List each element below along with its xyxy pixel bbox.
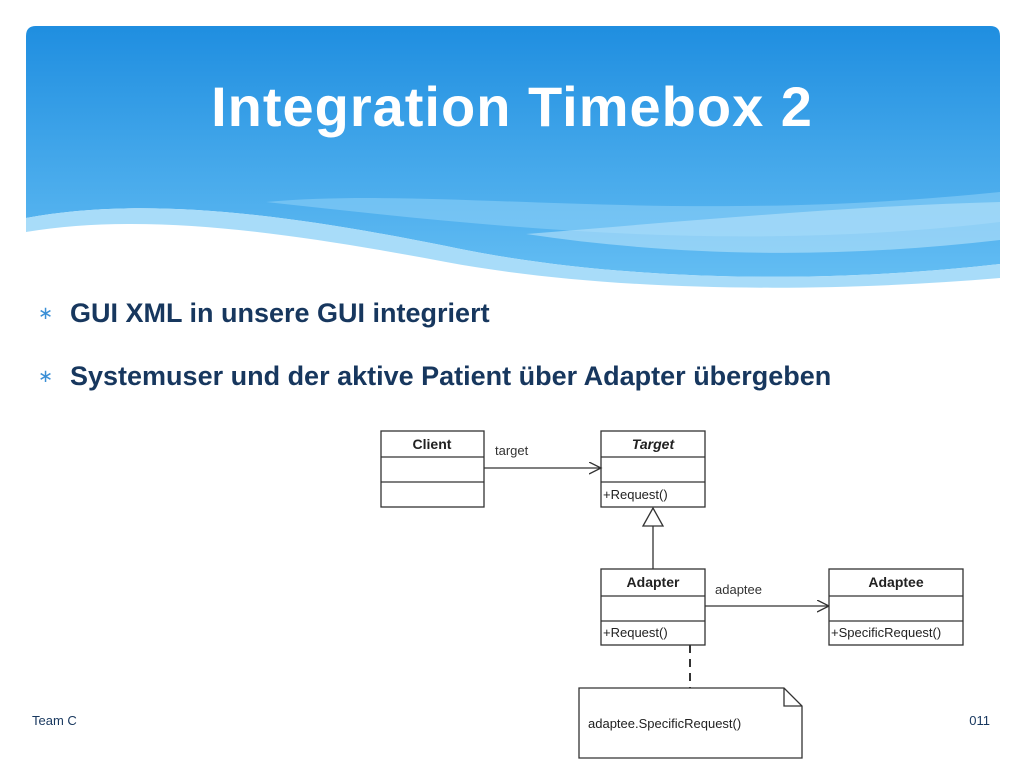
bullet-list: ∗ GUI XML in unsere GUI integriert ∗ Sys… [38, 282, 858, 408]
adapter-operation: +Request() [603, 625, 668, 640]
adaptee-operation: +SpecificRequest() [831, 625, 941, 640]
asterisk-icon: ∗ [38, 366, 54, 386]
adapter-class: Adapter +Request() [600, 568, 706, 646]
bullet-item: ∗ GUI XML in unsere GUI integriert [38, 282, 858, 345]
slide-number: 011 [969, 713, 990, 728]
target-class: Target +Request() [600, 430, 706, 508]
client-class: Client [380, 430, 485, 508]
footer-team: Team C [32, 713, 77, 728]
slide-title: Integration Timebox 2 [211, 75, 813, 138]
target-operation: +Request() [603, 487, 668, 502]
bullet-text: GUI XML in unsere GUI integriert [70, 298, 490, 328]
client-class-name: Client [413, 436, 452, 452]
generalization-arrow [641, 506, 665, 527]
adaptee-class: Adaptee +SpecificRequest() [828, 568, 964, 646]
adapter-class-name: Adapter [627, 574, 680, 590]
bullet-item: ∗ Systemuser und der aktive Patient über… [38, 345, 890, 408]
header-band [26, 26, 1000, 296]
association-label-target: target [495, 443, 529, 458]
uml-note: adaptee.SpecificRequest() [578, 687, 803, 759]
header-wave-graphic [26, 26, 1000, 288]
association-label-adaptee: adaptee [715, 582, 762, 597]
asterisk-icon: ∗ [38, 303, 54, 323]
bullet-text: Systemuser und der aktive Patient über A… [70, 361, 832, 391]
target-class-name: Target [632, 436, 676, 452]
adaptee-class-name: Adaptee [868, 574, 923, 590]
note-text: adaptee.SpecificRequest() [588, 716, 741, 731]
